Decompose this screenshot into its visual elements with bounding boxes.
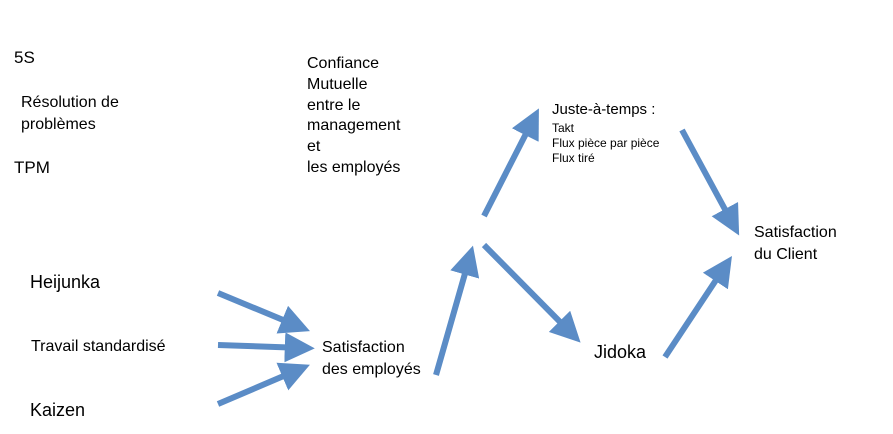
label-resolution-problemes: Résolution de problèmes (21, 94, 119, 133)
arrow-travail-to-satisfaction (217, 332, 315, 363)
arrow-to-jidoka (481, 242, 581, 343)
arrow-heijunka-to-satisfaction (216, 290, 310, 334)
label-satisfaction-employes: Satisfaction des employés (322, 339, 421, 378)
arrow-jidoka-to-client (662, 255, 732, 359)
label-kaizen: Kaizen (30, 400, 86, 420)
label-juste-a-temps-items: Takt Flux pièce par pièce Flux tiré (552, 121, 660, 165)
label-confiance-mutuelle: Confiance Mutuelle entre le management e… (307, 55, 401, 176)
arrow-satisfaction-up (433, 245, 480, 376)
label-tpm: TPM (14, 158, 50, 177)
label-satisfaction-client: Satisfaction du Client (754, 224, 837, 263)
label-heijunka: Heijunka (30, 272, 101, 292)
label-jidoka: Jidoka (594, 342, 647, 362)
label-5s: 5S (14, 48, 35, 67)
label-travail-standardise: Travail standardisé (31, 338, 166, 355)
arrow-jat-to-client (679, 128, 740, 236)
arrow-kaizen-to-satisfaction (216, 362, 310, 407)
arrow-to-juste-a-temps (481, 108, 539, 218)
label-juste-a-temps: Juste-à-temps : (552, 101, 656, 118)
